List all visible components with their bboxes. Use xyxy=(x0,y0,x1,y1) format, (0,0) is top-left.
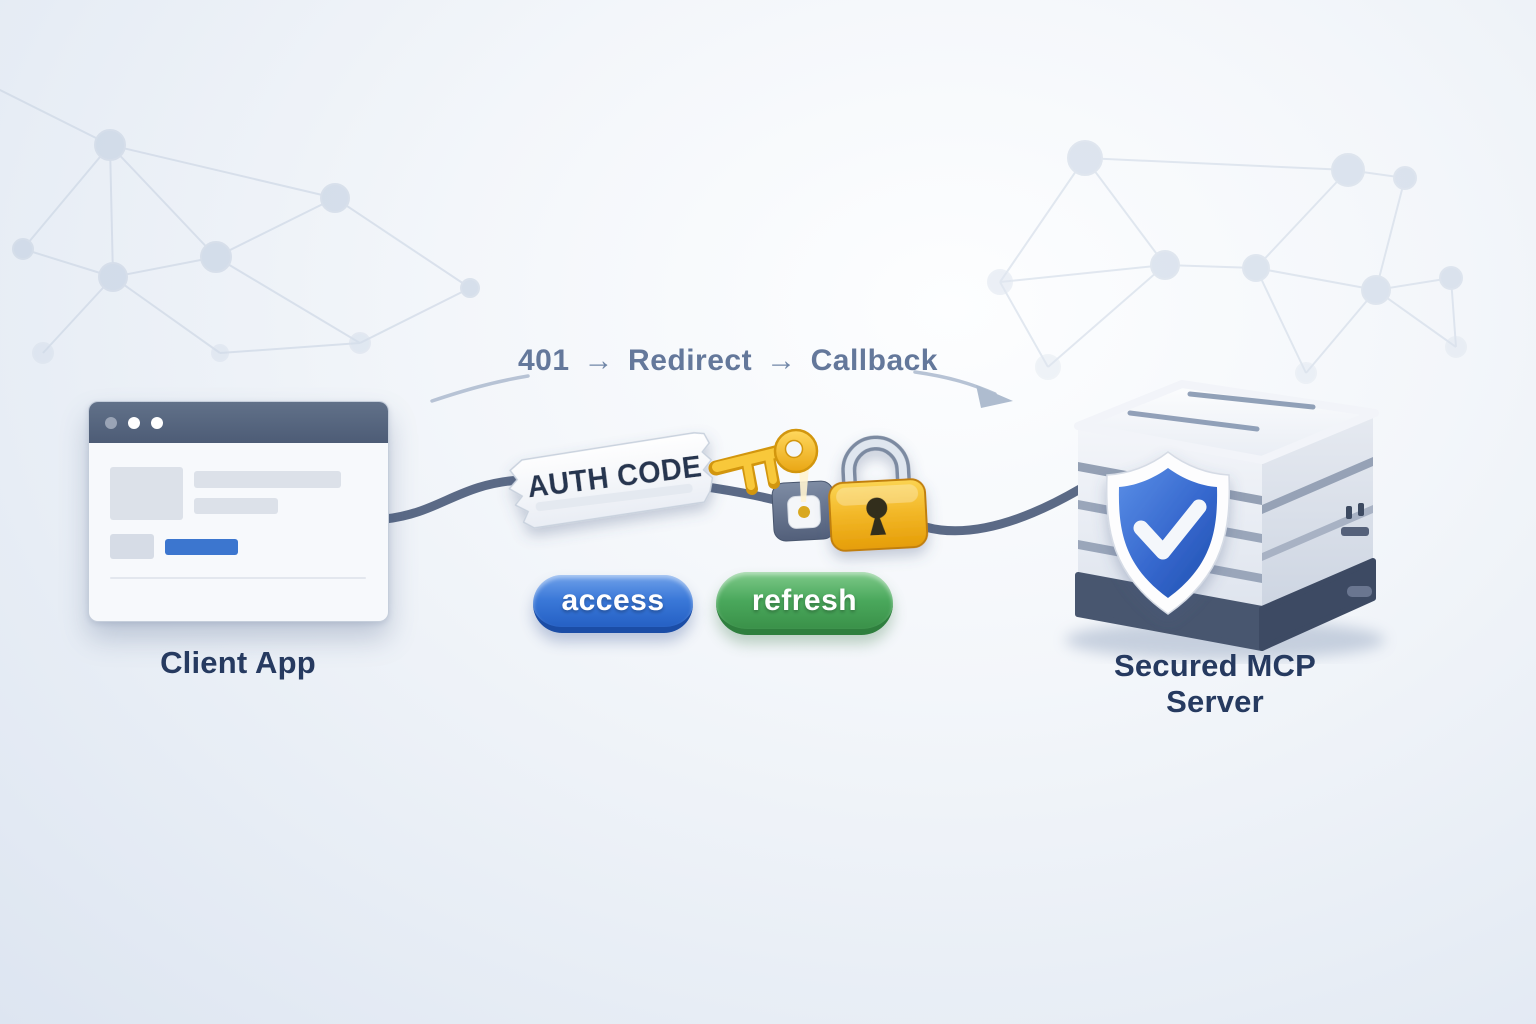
server-caption: Secured MCP Server xyxy=(1113,648,1317,719)
server-icon xyxy=(1074,380,1379,651)
key-icon xyxy=(708,428,819,495)
client-app-caption: Client App xyxy=(160,645,316,680)
flow-step-redirect: Redirect xyxy=(628,344,753,377)
padlock-icon xyxy=(828,435,929,552)
flow-arrow-icon: → xyxy=(583,344,615,377)
flow-arrow-arc xyxy=(430,370,1013,408)
content-placeholder-label xyxy=(110,534,154,559)
network-background-right xyxy=(987,140,1467,384)
content-placeholder-text xyxy=(194,498,278,514)
connector-cable xyxy=(380,472,1085,536)
client-app-window xyxy=(88,401,389,622)
server-vents-icon xyxy=(1341,503,1372,597)
access-token-button[interactable]: access xyxy=(533,575,693,633)
window-dot-icon xyxy=(105,416,117,429)
content-placeholder-text xyxy=(194,471,341,488)
flow-step-callback: Callback xyxy=(810,344,938,377)
key-beam xyxy=(799,466,809,502)
window-titlebar xyxy=(89,402,388,443)
window-dot-icon xyxy=(128,416,140,429)
network-background-left xyxy=(0,88,480,364)
content-placeholder-image xyxy=(110,467,183,520)
refresh-token-button[interactable]: refresh xyxy=(716,572,893,635)
auth-code-ticket: AUTH CODE xyxy=(508,432,714,529)
flow-steps-text: 401 → Redirect → Callback xyxy=(0,344,1456,378)
keyhole-icon xyxy=(866,497,888,536)
content-divider xyxy=(110,577,366,579)
window-dot-icon xyxy=(151,416,163,429)
arrowhead-icon xyxy=(976,385,1013,408)
flow-arrow-icon: → xyxy=(766,344,797,377)
content-placeholder-button xyxy=(165,539,238,555)
shield-check-icon xyxy=(1105,451,1231,615)
flow-step-401: 401 xyxy=(517,344,570,377)
